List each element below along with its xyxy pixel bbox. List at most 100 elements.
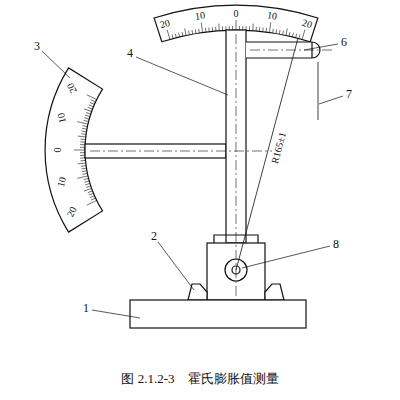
scale-tick (77, 122, 88, 124)
support-right (265, 284, 284, 300)
scale-tick (80, 160, 85, 161)
scale-tick (259, 27, 260, 31)
scale-tick (167, 30, 170, 40)
scale-tick (302, 30, 305, 40)
callout-number: 2 (150, 230, 158, 242)
callout-number: 4 (126, 47, 134, 59)
scale-tick (225, 26, 226, 30)
scale-tick (87, 95, 97, 100)
scale-tick (80, 144, 85, 145)
leader-line (242, 246, 330, 268)
scale-tick (89, 193, 94, 195)
callout-number: 6 (340, 36, 348, 48)
scale-tick (91, 100, 96, 102)
scale-tick (82, 131, 87, 133)
scale-number: 10 (55, 175, 67, 189)
scale-tick (81, 133, 86, 135)
scale-tick (205, 28, 207, 32)
horizontal-centerline (90, 151, 272, 152)
scale-tick (188, 31, 190, 35)
scale-tick (236, 20, 237, 30)
leader-lines (42, 44, 343, 318)
scale-tick (266, 28, 268, 32)
support-left (188, 284, 207, 300)
scale-tick (84, 181, 89, 182)
scale-tick (286, 28, 287, 35)
scale-number: 10 (55, 111, 67, 125)
scale-tick (289, 32, 291, 36)
scale-tick (295, 34, 297, 38)
scale-tick (299, 35, 300, 39)
scale-tick (74, 150, 85, 151)
dimension-label: R165±1 (270, 130, 289, 166)
scale-tick (85, 115, 90, 116)
scale-tick (252, 24, 253, 31)
scale-tick (84, 188, 92, 191)
scale-tick (256, 27, 257, 31)
scale-tick (90, 102, 95, 104)
radius-line (236, 38, 298, 270)
scale-tick (82, 168, 87, 170)
scale-number: 0 (53, 147, 63, 154)
scale-tick (84, 178, 89, 179)
scale-tick (80, 157, 85, 158)
scale-tick (82, 170, 87, 172)
callout-number: 7 (345, 88, 353, 100)
scale-tick (218, 24, 219, 31)
scale-tick (249, 26, 250, 30)
scale-tick (81, 165, 86, 167)
base-plate (130, 300, 306, 328)
scale-number: 0 (233, 9, 240, 19)
scale-tick (178, 33, 180, 37)
scale-tick (191, 30, 193, 34)
scale-tick (198, 29, 200, 33)
scale-tick (185, 28, 186, 35)
scale-tick (232, 26, 233, 30)
scale-tick (292, 33, 294, 37)
scale-tick (85, 183, 90, 184)
scale-tick (208, 28, 209, 32)
scale-tick (80, 141, 85, 142)
leader-line (92, 310, 140, 318)
scale-tick (195, 29, 197, 33)
scale-tick (276, 29, 278, 33)
figure-caption: 图 2.1.2-3 霍氏膨胀值测量 (121, 372, 278, 385)
scale-tick (246, 26, 247, 30)
scale-tick (78, 163, 86, 165)
leader-line (319, 96, 343, 104)
scale-tick (272, 29, 274, 33)
reference-line (318, 62, 319, 120)
scale-tick (242, 26, 243, 30)
scale-tick (172, 35, 173, 39)
callout-number: 1 (82, 302, 90, 314)
scale-tick (262, 28, 263, 32)
scale-tick (84, 118, 89, 119)
scale-tick (91, 198, 96, 200)
leader-line (304, 44, 338, 50)
scale-tick (175, 34, 177, 38)
leader-line (136, 57, 228, 95)
scale-tick (239, 26, 240, 30)
scale-tick (82, 126, 87, 127)
scale-tick (215, 27, 216, 31)
scale-tick (80, 147, 85, 148)
scale-tick (89, 105, 94, 107)
scale-tick (90, 196, 95, 198)
scale-tick (88, 107, 93, 109)
scale-tick (82, 128, 87, 130)
scale-tick (80, 152, 85, 153)
scale-tick (229, 26, 230, 30)
leader-line (42, 51, 70, 78)
vertical-centerline (236, 34, 237, 300)
scale-tick (181, 32, 183, 36)
instrument-outline (45, 5, 320, 328)
center-lines (90, 34, 332, 300)
scale-tick (84, 109, 92, 112)
scale-ticks (74, 20, 305, 205)
scale-tick (222, 26, 223, 30)
scale-tick (279, 30, 281, 34)
scale-tick (86, 113, 91, 115)
callout-number: 8 (332, 238, 340, 250)
scale-tick (282, 31, 284, 35)
